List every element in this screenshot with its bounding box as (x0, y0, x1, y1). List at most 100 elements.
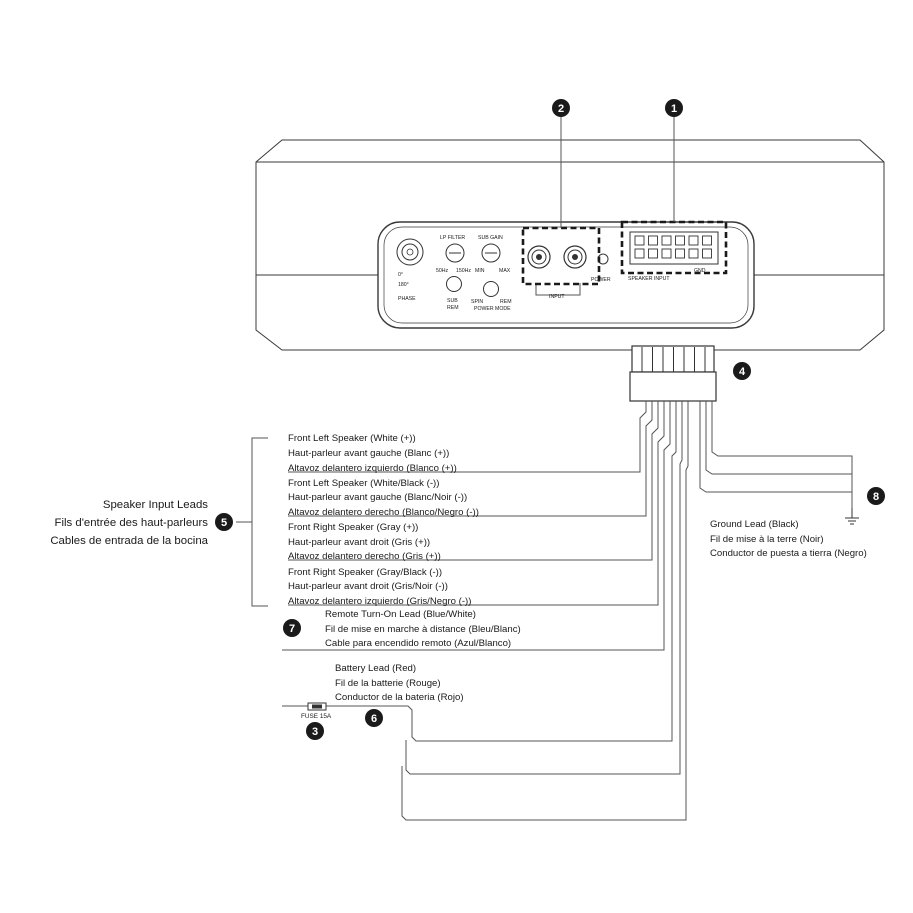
sub-rem-jack[interactable] (446, 276, 462, 292)
connector-pin (702, 235, 712, 246)
svg-text:3: 3 (312, 726, 318, 738)
svg-text:1: 1 (671, 103, 677, 115)
wire-harness-plug (629, 345, 717, 402)
speaker-group-3-es: Altavoz delantero izquierdo (Gris/Negro … (288, 596, 471, 607)
speaker-group-2-es: Altavoz delantero derecho (Gris (+)) (288, 551, 441, 562)
speaker-group-2: Front Right Speaker (Gray (+)) Haut-parl… (288, 522, 441, 562)
rem2-label: REM (500, 299, 512, 305)
gnd-label: GND (694, 268, 706, 274)
speaker-group-1-es: Altavoz delantero derecho (Blanco/Negro … (288, 507, 479, 518)
battery-lead-en: Battery Lead (Red) (335, 663, 416, 674)
wire-front-right-minus (288, 401, 665, 606)
lp-filter-knob[interactable] (445, 243, 465, 263)
phase-switch[interactable] (396, 238, 424, 266)
panel-face (377, 221, 755, 329)
phase-180-label: 180° (398, 282, 409, 288)
speaker-leads-title-fr: Fils d'entrée des haut-parleurs (55, 517, 209, 529)
connector-pin (688, 235, 699, 246)
speaker-group-3: Front Right Speaker (Gray/Black (-)) Hau… (288, 567, 471, 607)
svg-text:7: 7 (289, 623, 295, 635)
connector-pin (675, 235, 685, 246)
phase-label: PHASE (398, 296, 416, 302)
speaker-group-3-en: Front Right Speaker (Gray/Black (-)) (288, 567, 442, 578)
connector-pin (634, 248, 645, 259)
sub-gain-label: SUB GAIN (478, 235, 503, 241)
speaker-group-0-fr: Haut-parleur avant gauche (Blanc (+)) (288, 448, 449, 459)
remote-lead-fr: Fil de mise en marche à distance (Bleu/B… (325, 624, 521, 635)
callout-badge-7: 7 (283, 619, 301, 637)
speaker-leads-title-en: Speaker Input Leads (103, 499, 208, 511)
amp-top-outline (255, 139, 885, 351)
gain-min-label: MIN (475, 268, 485, 274)
speaker-group-1: Front Left Speaker (White/Black (-)) Hau… (288, 478, 479, 518)
speaker-group-0-es: Altavoz delantero izquierdo (Blanco (+)) (288, 463, 457, 474)
callout-badge-1: 1 (665, 99, 683, 117)
wire-ground-a (699, 401, 853, 508)
wire-loop-outermost (401, 401, 689, 821)
callout-badge-6: 6 (365, 709, 383, 727)
lp-filter-label: LP FILTER (440, 235, 465, 241)
power-label: POWER (591, 277, 611, 283)
wire-front-right-plus (288, 401, 659, 561)
phase-0-label: 0° (398, 272, 403, 278)
connector-pin (661, 248, 672, 259)
svg-text:2: 2 (558, 103, 564, 115)
battery-lead-es: Conductor de la bateria (Rojo) (335, 692, 464, 703)
wire-remote-on (282, 401, 671, 651)
callout-badge-5: 5 (215, 513, 233, 531)
rca-input-right[interactable] (563, 245, 587, 269)
connector-pin (648, 248, 658, 259)
speaker-group-0-en: Front Left Speaker (White (+)) (288, 433, 416, 444)
callout-badge-3: 3 (306, 722, 324, 740)
ground-lead-en: Ground Lead (Black) (710, 519, 799, 530)
gain-max-label: MAX (499, 268, 511, 274)
remote-lead-en: Remote Turn-On Lead (Blue/White) (325, 609, 476, 620)
lp-150hz-label: 150Hz (456, 268, 471, 274)
battery-lead-fr: Fil de la batterie (Rouge) (335, 678, 441, 689)
callout-badge-2: 2 (552, 99, 570, 117)
fuse-label: FUSE 15A (301, 713, 332, 720)
sub-gain-knob[interactable] (481, 243, 501, 263)
ground-lead-fr: Fil de mise à la terre (Noir) (710, 534, 824, 545)
harness-wires (282, 401, 853, 821)
connector-pin (634, 235, 645, 246)
callout-badge-8: 8 (867, 487, 885, 505)
wire-front-left-plus (288, 401, 647, 473)
svg-text:8: 8 (873, 491, 879, 503)
callout-badge-4: 4 (733, 362, 751, 380)
wire-battery (282, 401, 677, 742)
svg-text:4: 4 (739, 366, 746, 378)
sub-label: SUB (447, 298, 458, 304)
speaker-group-3-fr: Haut-parleur avant droit (Gris/Noir (-)) (288, 581, 448, 592)
wire-ground-b (705, 401, 853, 492)
input-label: INPUT (549, 294, 565, 300)
connector-pin (702, 248, 712, 259)
speaker-group-1-en: Front Left Speaker (White/Black (-)) (288, 478, 439, 489)
speaker-leads-bracket (251, 437, 268, 607)
rem-label: REM (447, 305, 459, 311)
connector-pin (688, 248, 699, 259)
connector-pin (648, 235, 658, 246)
speaker-input-connector[interactable] (629, 231, 719, 265)
lp-50hz-label: 50Hz (436, 268, 449, 274)
speaker-leads-title-es: Cables de entrada de la bocina (50, 535, 208, 547)
fuse-icon (307, 702, 327, 711)
speaker-group-2-fr: Haut-parleur avant droit (Gris (+)) (288, 537, 430, 548)
power-mode-switch[interactable] (483, 281, 499, 297)
speaker-input-label: SPEAKER INPUT (628, 276, 670, 282)
wire-ground-c (711, 401, 853, 474)
connector-pin (661, 235, 672, 246)
ground-symbol-icon (845, 508, 859, 525)
wire-loop-outer (405, 401, 683, 775)
speaker-group-0: Front Left Speaker (White (+)) Haut-parl… (288, 433, 457, 474)
control-panel: 0° 180° PHASE LP FILTER 50Hz 150Hz SUB G… (377, 221, 755, 329)
speaker-group-2-en: Front Right Speaker (Gray (+)) (288, 522, 418, 533)
input-bracket (535, 283, 581, 296)
ground-lead-es: Conductor de puesta a tierra (Negro) (710, 548, 867, 559)
svg-text:5: 5 (221, 517, 227, 529)
rca-input-left[interactable] (527, 245, 551, 269)
amplifier-unit (255, 139, 885, 351)
wire-front-left-minus (288, 401, 653, 517)
remote-lead-es: Cable para encendido remoto (Azul/Blanco… (325, 638, 511, 649)
